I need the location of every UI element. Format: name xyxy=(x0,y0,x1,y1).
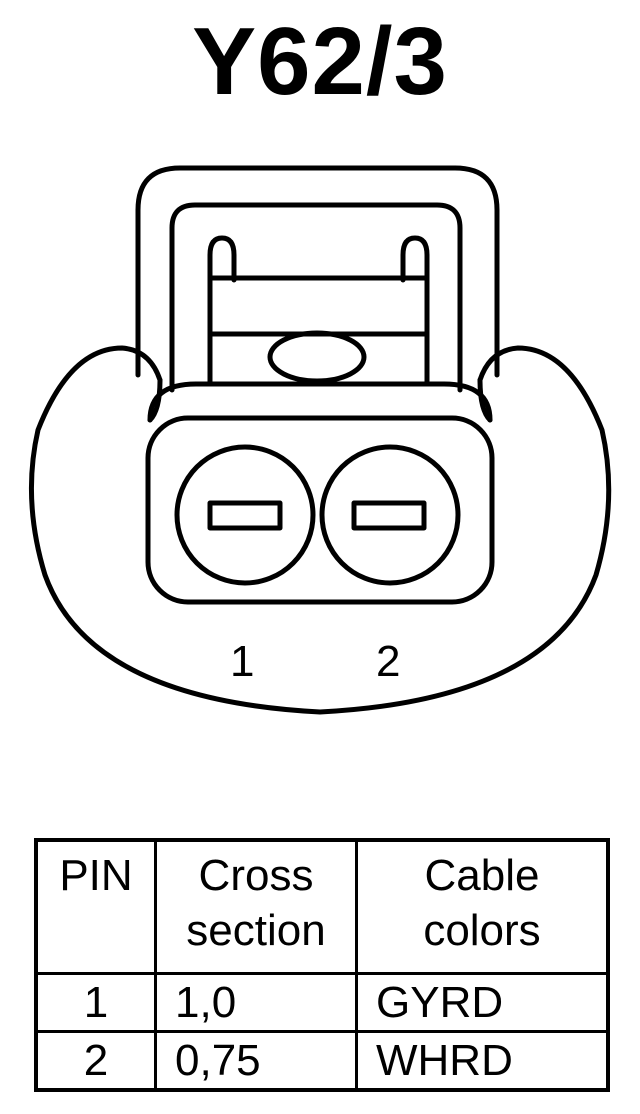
pin-number-2: 2 xyxy=(376,637,401,686)
header-pin: PIN xyxy=(34,838,157,975)
cell-cable-colors: WHRD xyxy=(355,1030,610,1092)
pin-cavity-frame xyxy=(145,415,495,605)
latch-tab-left xyxy=(207,235,237,385)
housing-top-curve xyxy=(147,381,493,423)
header-cross-section: Cross section xyxy=(154,838,358,975)
cell-cross-section: 0,75 xyxy=(154,1030,358,1092)
header-cross-section-line2: section xyxy=(186,906,326,955)
header-cable-colors-line2: colors xyxy=(423,906,541,955)
housing-body xyxy=(28,345,612,715)
latch-inner-frame xyxy=(169,202,463,393)
pin-number-1: 1 xyxy=(230,637,255,686)
header-cable-colors-line1: Cable xyxy=(424,851,540,900)
cell-cable-colors: GYRD xyxy=(355,972,610,1033)
connector-drawing xyxy=(28,165,612,715)
table-row: 2 0,75 WHRD xyxy=(34,1030,610,1092)
pin-socket-1 xyxy=(174,444,316,586)
pin-table-header-row: PIN Cross section Cable colors xyxy=(34,838,610,975)
pin-socket-2 xyxy=(319,444,461,586)
pin-table: PIN Cross section Cable colors 1 1,0 GYR… xyxy=(34,838,610,1092)
table-row: 1 1,0 GYRD xyxy=(34,972,610,1033)
release-button xyxy=(267,330,367,384)
connector-title: Y62/3 xyxy=(192,8,448,115)
latch-tab-right xyxy=(400,235,430,385)
pin-contact-1 xyxy=(207,500,283,531)
header-cable-colors: Cable colors xyxy=(355,838,610,975)
cell-cross-section: 1,0 xyxy=(154,972,358,1033)
pin-contact-2 xyxy=(351,500,427,531)
cell-pin: 1 xyxy=(34,972,157,1033)
cell-pin: 2 xyxy=(34,1030,157,1092)
latch-outer-frame xyxy=(135,165,500,378)
header-pin-line1: PIN xyxy=(59,851,133,900)
header-cross-section-line1: Cross xyxy=(198,851,314,900)
